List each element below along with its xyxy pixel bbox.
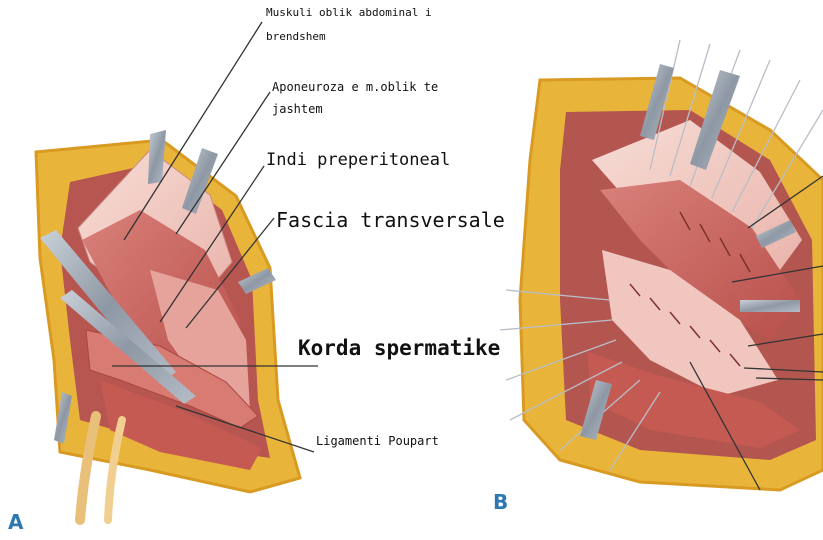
retractor-b5	[740, 300, 800, 312]
label-muskuli-oblik-line1: Muskuli oblik abdominal i	[266, 6, 432, 19]
label-fascia-transversale: Fascia transversale	[276, 208, 505, 232]
label-aponeuroza-line2: jashtem	[272, 102, 323, 116]
label-indi-preperitoneal: Indi preperitoneal	[266, 150, 450, 170]
panel-label-a: A	[8, 510, 23, 534]
panel-label-b: B	[493, 490, 508, 514]
label-korda-spermatike: Korda spermatike	[298, 336, 500, 360]
label-ligamenti-poupart: Ligamenti Poupart	[316, 434, 439, 448]
panel-b-illustration	[500, 40, 823, 490]
label-aponeuroza-line1: Aponeuroza e m.oblik te	[272, 80, 438, 94]
label-muskuli-oblik-line2: brendshem	[266, 30, 326, 43]
panel-a-illustration	[36, 22, 318, 520]
